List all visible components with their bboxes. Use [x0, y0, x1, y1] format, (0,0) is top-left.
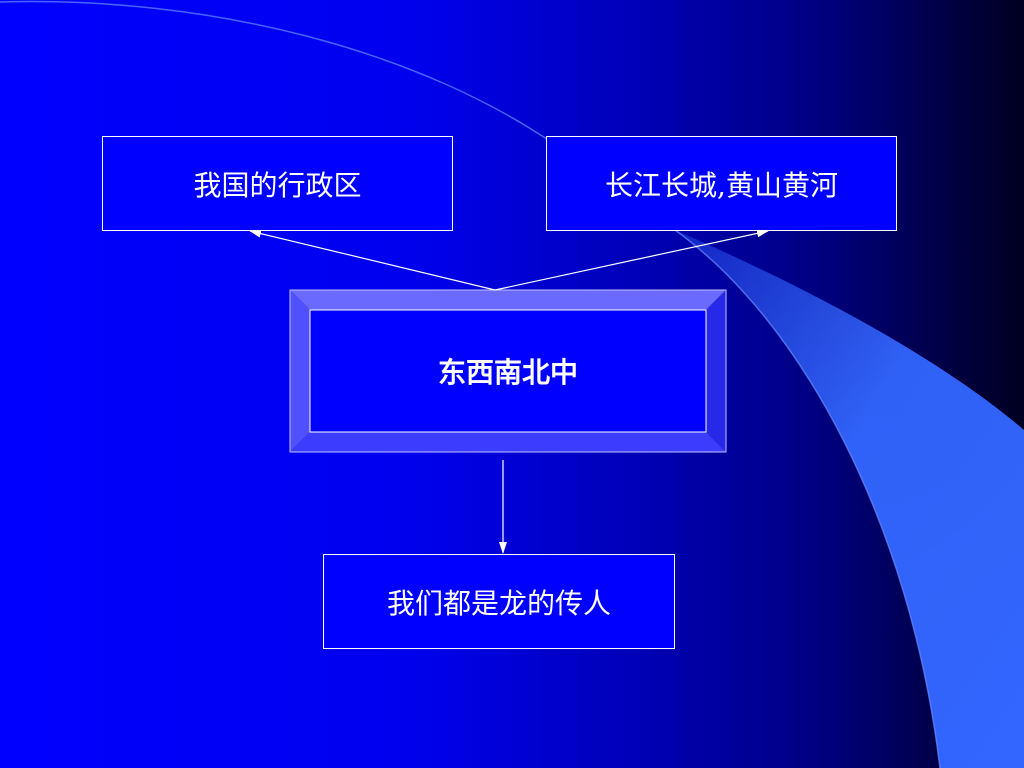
- decor-swoosh: [675, 230, 1024, 768]
- bevel-top: [290, 290, 726, 310]
- node-bottom-box: 我们都是龙的传人: [323, 554, 675, 649]
- decor-top-arc: [0, 0, 561, 149]
- center-bevel-box: [289, 289, 727, 453]
- node-left-box: 我国的行政区: [102, 136, 453, 231]
- bevel-face: [310, 310, 706, 432]
- edge-center-left: [249, 229, 496, 291]
- decor-swoosh-edge: [674, 229, 941, 768]
- node-left-label: 我国的行政区: [193, 168, 362, 202]
- node-right-label: 长江长城,黄山黄河: [605, 168, 838, 202]
- node-right-box: 长江长城,黄山黄河: [546, 136, 897, 231]
- bevel-right: [706, 290, 726, 452]
- bevel-left: [290, 290, 310, 452]
- edge-center-right: [494, 229, 769, 291]
- bevel-outer-border: [289, 289, 727, 453]
- node-bottom-label: 我们都是龙的传人: [386, 586, 611, 620]
- node-center-box: 东西南北中: [310, 310, 706, 432]
- bevel-bottom: [290, 432, 726, 452]
- node-center-label: 东西南北中: [437, 356, 578, 389]
- bevel-inner-border: [309, 309, 707, 433]
